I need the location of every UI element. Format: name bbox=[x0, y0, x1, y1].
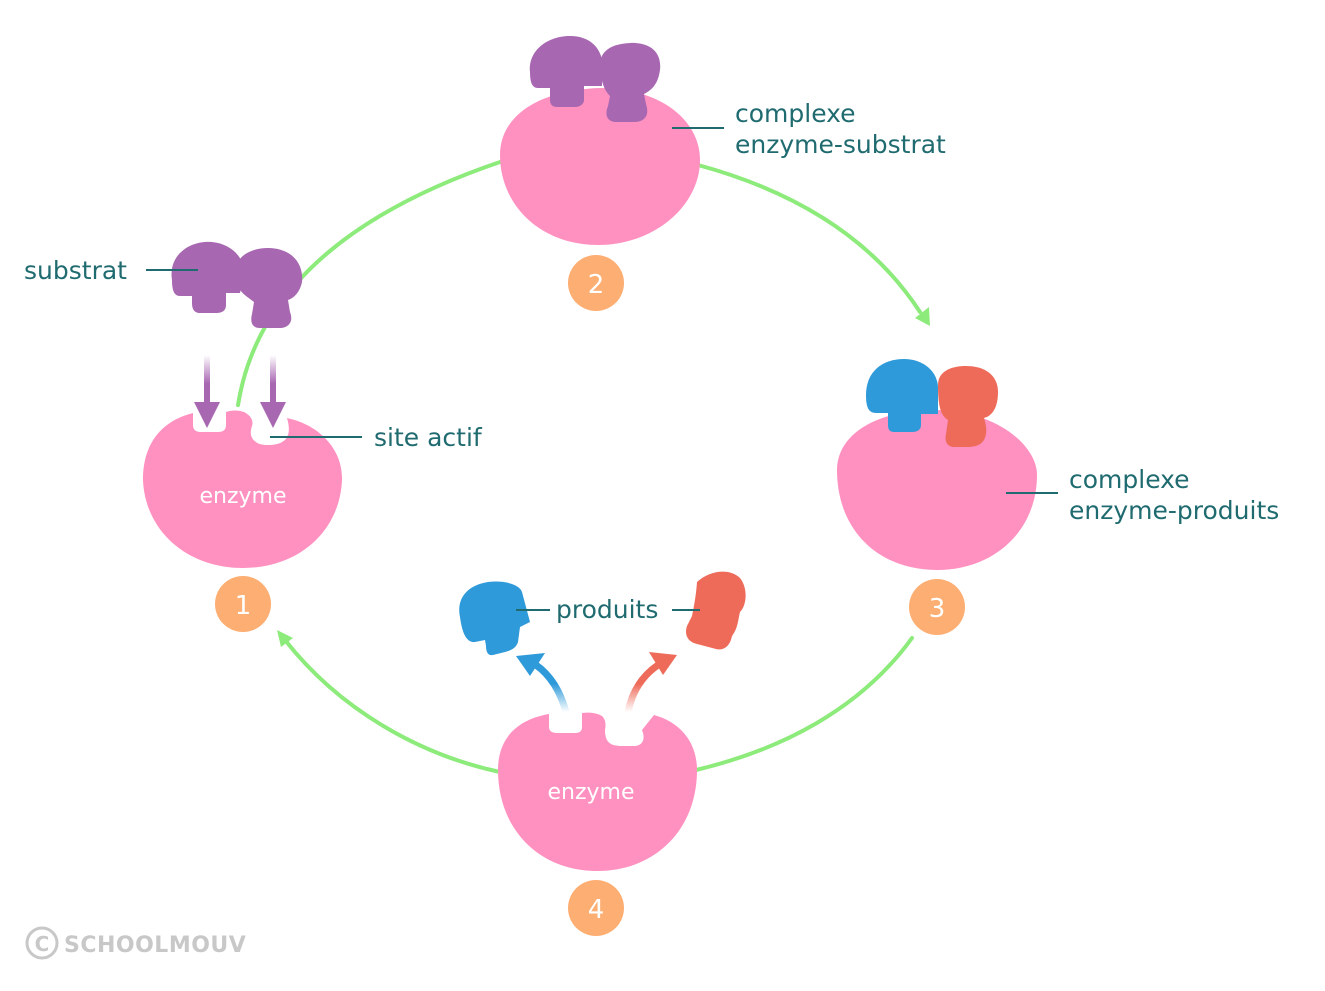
binding-arrow-left-head bbox=[194, 402, 220, 428]
stage-badge-3-number: 3 bbox=[929, 594, 946, 624]
stage-badge-2 bbox=[568, 255, 624, 311]
enzyme-4-label: enzyme bbox=[547, 780, 634, 805]
site-actif-label: site actif bbox=[374, 423, 483, 452]
substrate-bound-left bbox=[529, 36, 602, 107]
enzyme-4-body bbox=[498, 712, 697, 871]
cycle-arrows bbox=[236, 160, 930, 774]
enzyme-1-body bbox=[143, 410, 343, 568]
binding-arrows bbox=[194, 355, 286, 428]
substrate-molecules bbox=[171, 241, 303, 328]
binding-arrow-right-shaft bbox=[270, 355, 276, 407]
enzyme-2-body bbox=[500, 88, 700, 245]
complexe-es-label-line2: enzyme-substrat bbox=[735, 130, 946, 159]
substrate-molecule-right bbox=[235, 248, 303, 328]
stage-badge-1-number: 1 bbox=[235, 591, 252, 621]
stage-3: 3 bbox=[837, 359, 1037, 635]
product-bound-red bbox=[938, 366, 998, 447]
stage-2: 2 bbox=[500, 36, 700, 311]
stage-badge-1 bbox=[215, 576, 271, 632]
produits-label: produits bbox=[556, 595, 658, 624]
substrate-molecule-left bbox=[171, 241, 244, 313]
stage-1: enzyme 1 bbox=[143, 241, 343, 632]
product-bound-blue bbox=[866, 359, 938, 432]
stage-badge-3 bbox=[909, 579, 965, 635]
cycle-arrowhead-4-to-1 bbox=[277, 630, 293, 647]
complexe-ep-label-line2: enzyme-produits bbox=[1069, 496, 1279, 525]
stage-badge-4-number: 4 bbox=[588, 895, 605, 925]
release-arrow-blue-head bbox=[516, 653, 545, 676]
binding-arrow-left-shaft bbox=[204, 355, 210, 407]
stage-4: enzyme 4 bbox=[459, 571, 746, 936]
binding-arrow-right-head bbox=[260, 402, 286, 428]
enzyme-3-body bbox=[837, 410, 1037, 570]
substrate-bound-complex bbox=[529, 36, 661, 122]
product-free-blue bbox=[459, 581, 530, 656]
cycle-arrow-3-to-4 bbox=[694, 636, 914, 772]
copyright-icon bbox=[25, 926, 59, 960]
enzyme-1-label: enzyme bbox=[199, 484, 286, 509]
release-arrow-red-head bbox=[649, 652, 677, 675]
release-arrow-blue-shaft bbox=[533, 662, 570, 713]
watermark: C SCHOOLMOUV bbox=[25, 926, 246, 960]
stage-badge-2-number: 2 bbox=[588, 270, 605, 300]
cycle-arrowhead-2-to-3 bbox=[915, 307, 930, 326]
stage-badge-4 bbox=[568, 880, 624, 936]
complexe-ep-label-line1: complexe bbox=[1069, 465, 1190, 494]
substrat-label: substrat bbox=[24, 256, 127, 285]
product-free-red bbox=[686, 571, 746, 650]
cycle-arrow-2-to-3 bbox=[696, 163, 922, 314]
cycle-arrow-4-to-1 bbox=[283, 638, 502, 774]
watermark-text: SCHOOLMOUV bbox=[64, 933, 246, 958]
complexe-es-label-line1: complexe bbox=[735, 99, 856, 128]
products-bound-complex bbox=[866, 359, 998, 447]
copyright-symbol: C bbox=[35, 932, 50, 956]
substrate-bound-right bbox=[600, 42, 661, 122]
release-arrow-red-shaft bbox=[624, 662, 661, 713]
